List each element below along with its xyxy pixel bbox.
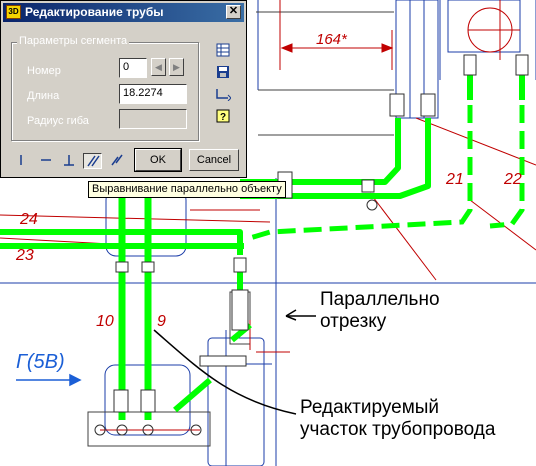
dashed-pipes [249,105,525,241]
parallel-icon[interactable] [83,153,102,169]
bend-radius-label: Радиус гиба [27,115,89,127]
length-field[interactable]: 18.2274 [119,84,187,104]
ok-button[interactable]: OK [134,148,182,172]
free-align-icon[interactable] [107,153,126,169]
app-icon: 3D [6,5,21,19]
dialog-title: Редактирование трубы [25,5,164,19]
spin-next-button[interactable]: ▶ [169,58,184,76]
help-icon[interactable]: ? [214,109,232,125]
horizontal-align-icon[interactable] [36,153,55,169]
pipe-label-24: 24 [19,211,38,228]
leader-lines [153,309,316,415]
svg-text:?: ? [220,112,226,123]
red-lines [0,0,536,431]
pipe-label-21: 21 [445,171,464,188]
bolt-circles [94,199,378,436]
pipe-label-9: 9 [157,313,166,330]
pipe-edit-dialog: 3D Редактирование трубы ✕ Параметры сегм… [0,0,247,178]
save-icon[interactable] [214,65,232,81]
pipe-fittings [113,54,529,413]
curve-arrow-icon[interactable] [214,87,232,103]
pipe-label-22: 22 [503,171,522,188]
annotation-parallel: Параллельно отрезку [320,289,440,332]
number-label: Номер [27,65,61,77]
number-field[interactable]: 0 [119,58,147,78]
vertical-align-icon[interactable] [11,153,30,169]
bend-radius-field[interactable] [119,109,187,129]
view-label: Г(5В) [16,351,65,373]
spin-prev-button[interactable]: ◀ [151,58,166,76]
pipe-label-23: 23 [15,247,34,264]
close-button[interactable]: ✕ [226,5,241,19]
pipe-label-10: 10 [96,313,114,330]
dimension-label: 164* [316,31,348,48]
length-label: Длина [27,90,60,102]
view-arrow [16,373,82,387]
dialog-titlebar[interactable]: 3D Редактирование трубы ✕ [3,3,244,22]
annotation-edited-section: Редактируемый участок трубопровода [300,397,496,440]
tooltip: Выравнивание параллельно объекту [88,181,286,198]
table-icon[interactable] [214,43,232,59]
perpendicular-icon[interactable] [59,153,78,169]
group-title: Параметры сегмента [17,35,130,47]
cancel-button[interactable]: Cancel [189,149,239,171]
